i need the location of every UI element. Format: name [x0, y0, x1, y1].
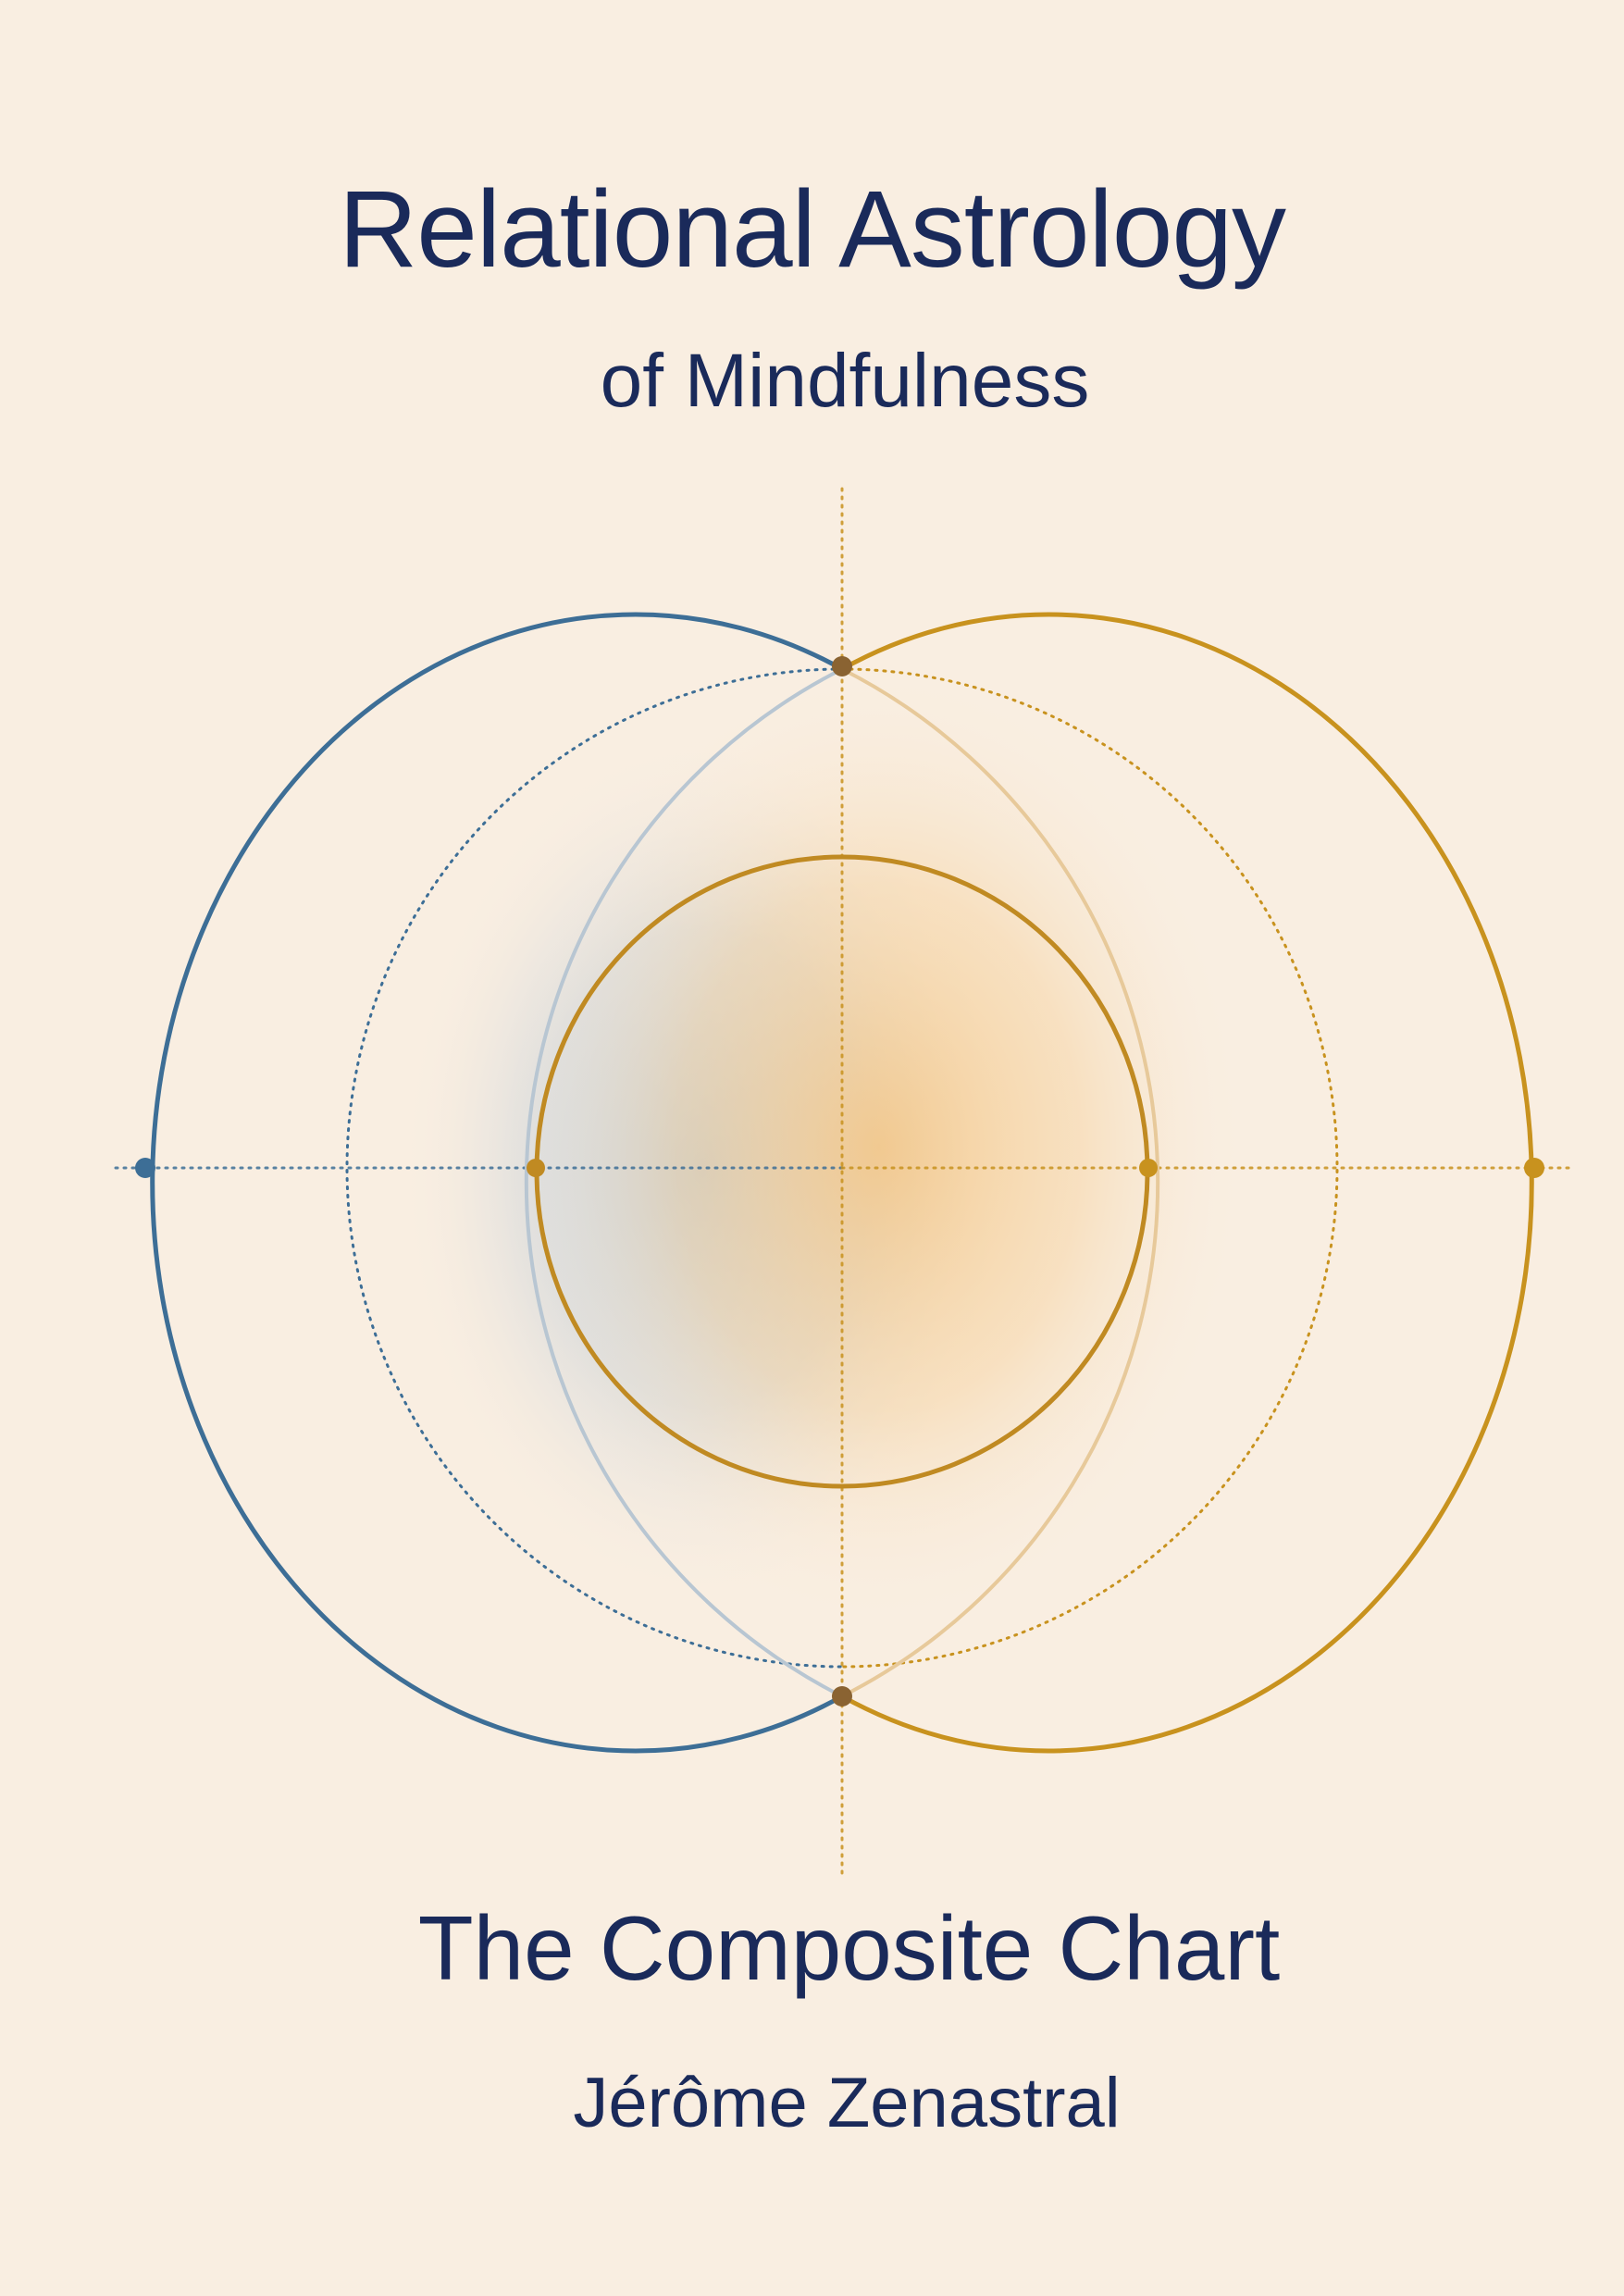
bottom-node	[832, 1686, 852, 1706]
right-outer-node	[1524, 1158, 1544, 1178]
book-subtitle: The Composite Chart	[417, 1897, 1281, 1999]
book-title-secondary: of Mindfulness	[600, 339, 1090, 423]
author-name: Jérôme Zenastral	[573, 2064, 1121, 2142]
right-inner-node	[1139, 1159, 1158, 1177]
left-outer-node	[135, 1158, 155, 1178]
top-node	[832, 656, 852, 676]
gold-circle	[840, 612, 1534, 1754]
lens-arc-right	[841, 667, 1160, 1698]
book-title: Relational Astrology	[339, 168, 1286, 291]
blue-circle	[150, 612, 844, 1754]
left-inner-node	[527, 1159, 545, 1177]
lens-arc-left	[524, 667, 843, 1698]
